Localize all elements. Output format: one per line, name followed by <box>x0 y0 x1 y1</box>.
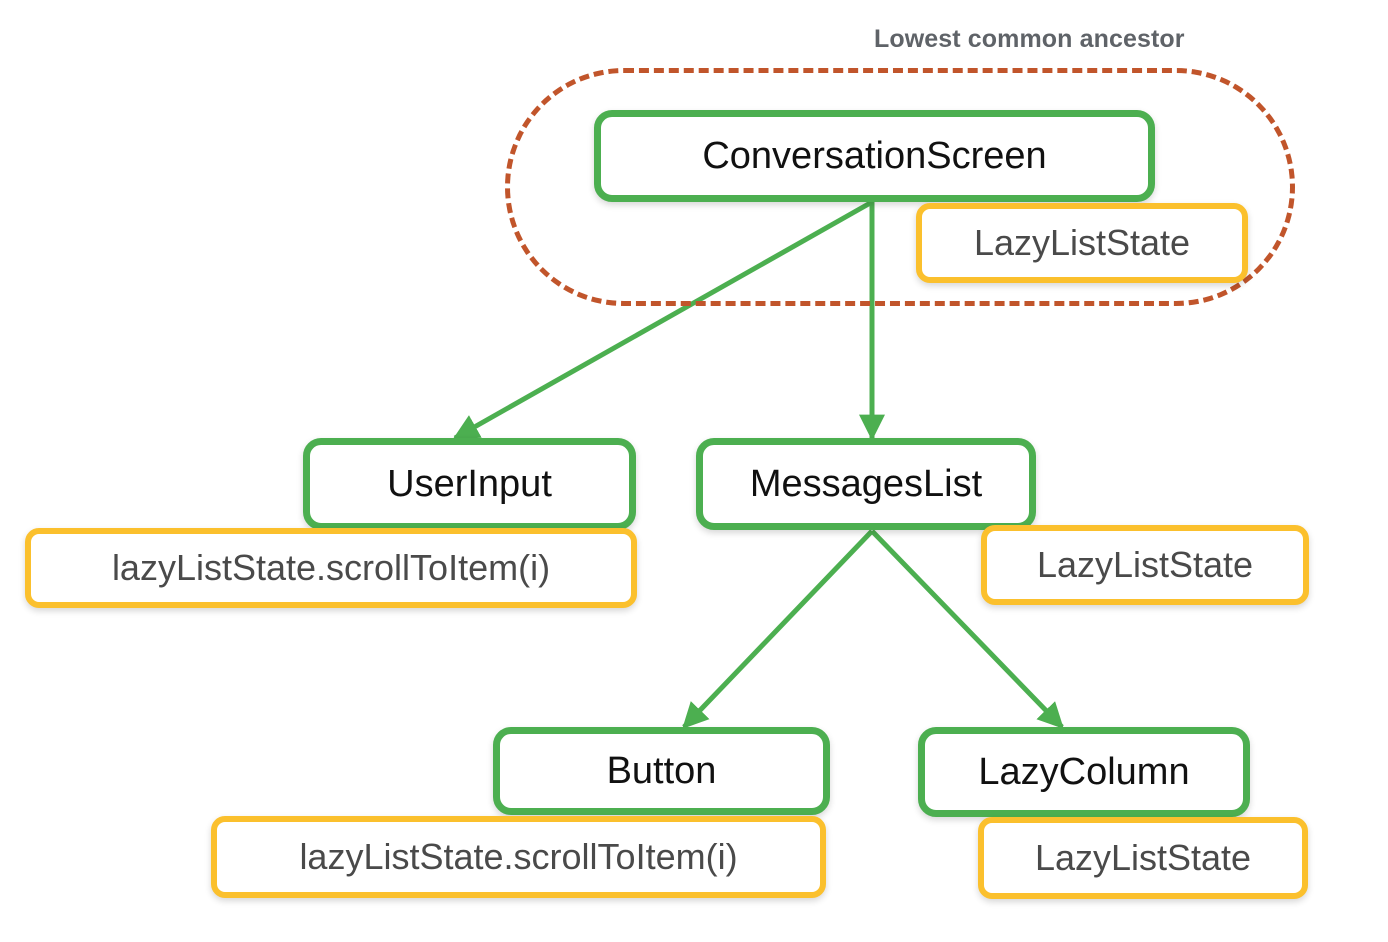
node-user-input[interactable]: UserInput <box>303 438 636 530</box>
node-lazy-column[interactable]: LazyColumn <box>918 727 1250 817</box>
lowest-common-ancestor-region <box>505 68 1295 306</box>
state-chip-conversation-screen[interactable]: LazyListState <box>916 203 1248 283</box>
node-button-label: Button <box>606 750 717 792</box>
node-messages-list-label: MessagesList <box>749 463 983 505</box>
state-chip-user-input[interactable]: lazyListState.scrollToItem(i) <box>25 528 637 608</box>
edge-messageslist-button <box>682 529 874 729</box>
state-chip-button-label: lazyListState.scrollToItem(i) <box>299 836 738 877</box>
node-conversation-screen-label: ConversationScreen <box>702 135 1047 177</box>
node-lazy-column-label: LazyColumn <box>978 751 1190 793</box>
state-chip-button[interactable]: lazyListState.scrollToItem(i) <box>211 816 826 898</box>
node-messages-list[interactable]: MessagesList <box>696 438 1036 530</box>
state-chip-lazy-column[interactable]: LazyListState <box>978 817 1308 899</box>
node-conversation-screen[interactable]: ConversationScreen <box>594 110 1155 202</box>
lowest-common-ancestor-label: Lowest common ancestor <box>874 25 1185 53</box>
state-chip-conversation-screen-label: LazyListState <box>973 222 1191 263</box>
state-chip-user-input-label: lazyListState.scrollToItem(i) <box>111 547 551 588</box>
state-chip-lazy-column-label: LazyListState <box>1034 837 1252 878</box>
state-chip-messages-list[interactable]: LazyListState <box>981 525 1309 605</box>
state-chip-messages-list-label: LazyListState <box>1036 544 1254 585</box>
node-user-input-label: UserInput <box>387 463 552 505</box>
node-button[interactable]: Button <box>493 727 830 815</box>
